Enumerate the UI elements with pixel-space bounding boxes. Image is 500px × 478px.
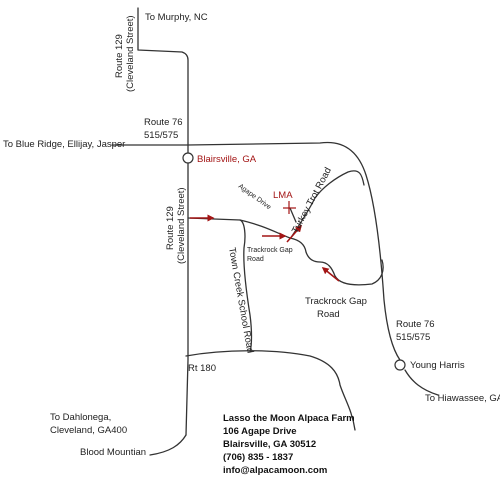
blue-ridge-label: To Blue Ridge, Ellijay, Jasper — [3, 139, 125, 150]
route-76-west-label-line2: 515/575 — [144, 130, 178, 141]
dahlonega-label-line2: Cleveland, GA400 — [50, 425, 127, 436]
farm-cross-marker-icon — [283, 201, 296, 214]
route-76-east-label-line2: 515/575 — [396, 332, 430, 343]
route-76-road — [111, 141, 401, 361]
dahlonega-road — [149, 434, 187, 456]
farm-name: Lasso the Moon Alpaca Farm — [223, 413, 355, 424]
farm-info-block: Lasso the Moon Alpaca Farm 106 Agape Dri… — [223, 412, 355, 477]
rt-180-label: Rt 180 — [188, 363, 216, 374]
young-harris-circle-marker-icon — [394, 359, 406, 371]
farm-city: Blairsville, GA 30512 — [223, 439, 317, 450]
lma-label: LMA — [273, 190, 293, 201]
route-arrow-icon — [321, 267, 340, 282]
farm-email: info@alpacamoon.com — [223, 465, 328, 476]
blairsville-circle-marker-icon — [182, 152, 194, 164]
route-76-west-label-line1: Route 76 — [144, 117, 183, 128]
route-76-east-label-line1: Route 76 — [396, 319, 435, 330]
farm-street: 106 Agape Drive — [223, 426, 297, 437]
route-129-south-road — [185, 162, 189, 436]
svg-text:Route 129: Route 129 — [114, 34, 125, 78]
route-129-north-label: Route 129 (Cleveland Street) — [114, 15, 136, 92]
trackrock-large-label-line2: Road — [317, 309, 340, 320]
murphy-label: To Murphy, NC — [145, 12, 208, 23]
trackrock-large-label-line1: Trackrock Gap — [305, 296, 367, 307]
agape-drive-road — [289, 207, 297, 223]
trackrock-small-label-line1: Trackrock Gap — [247, 247, 293, 254]
farm-phone: (706) 835 - 1837 — [223, 452, 294, 463]
turkey-trot-road — [291, 170, 365, 237]
turkey-trot-label: Turkey Trot Road — [290, 166, 334, 236]
trackrock-small-label-line2: Road — [247, 256, 264, 263]
rt-180-road — [185, 350, 356, 431]
dahlonega-label-line1: To Dahlonega, — [50, 412, 111, 423]
town-creek-school-road — [187, 217, 253, 353]
route-129-south-label: Route 129 (Cleveland Street) — [165, 187, 187, 264]
route-76-hiawassee-road — [404, 369, 439, 396]
svg-text:(Cleveland Street): (Cleveland Street) — [125, 15, 136, 92]
blairsville-label: Blairsville, GA — [197, 154, 257, 165]
route-129-north-road — [137, 7, 189, 158]
blood-mountain-label: Blood Mountian — [80, 447, 146, 458]
agape-drive-label: Agape Drive — [237, 183, 272, 211]
svg-text:(Cleveland Street): (Cleveland Street) — [176, 187, 187, 264]
hiawassee-label: To Hiawassee, GA — [425, 393, 500, 404]
route-arrow-icon — [286, 224, 302, 243]
svg-text:Route 129: Route 129 — [165, 206, 176, 250]
young-harris-label: Young Harris — [410, 360, 465, 371]
